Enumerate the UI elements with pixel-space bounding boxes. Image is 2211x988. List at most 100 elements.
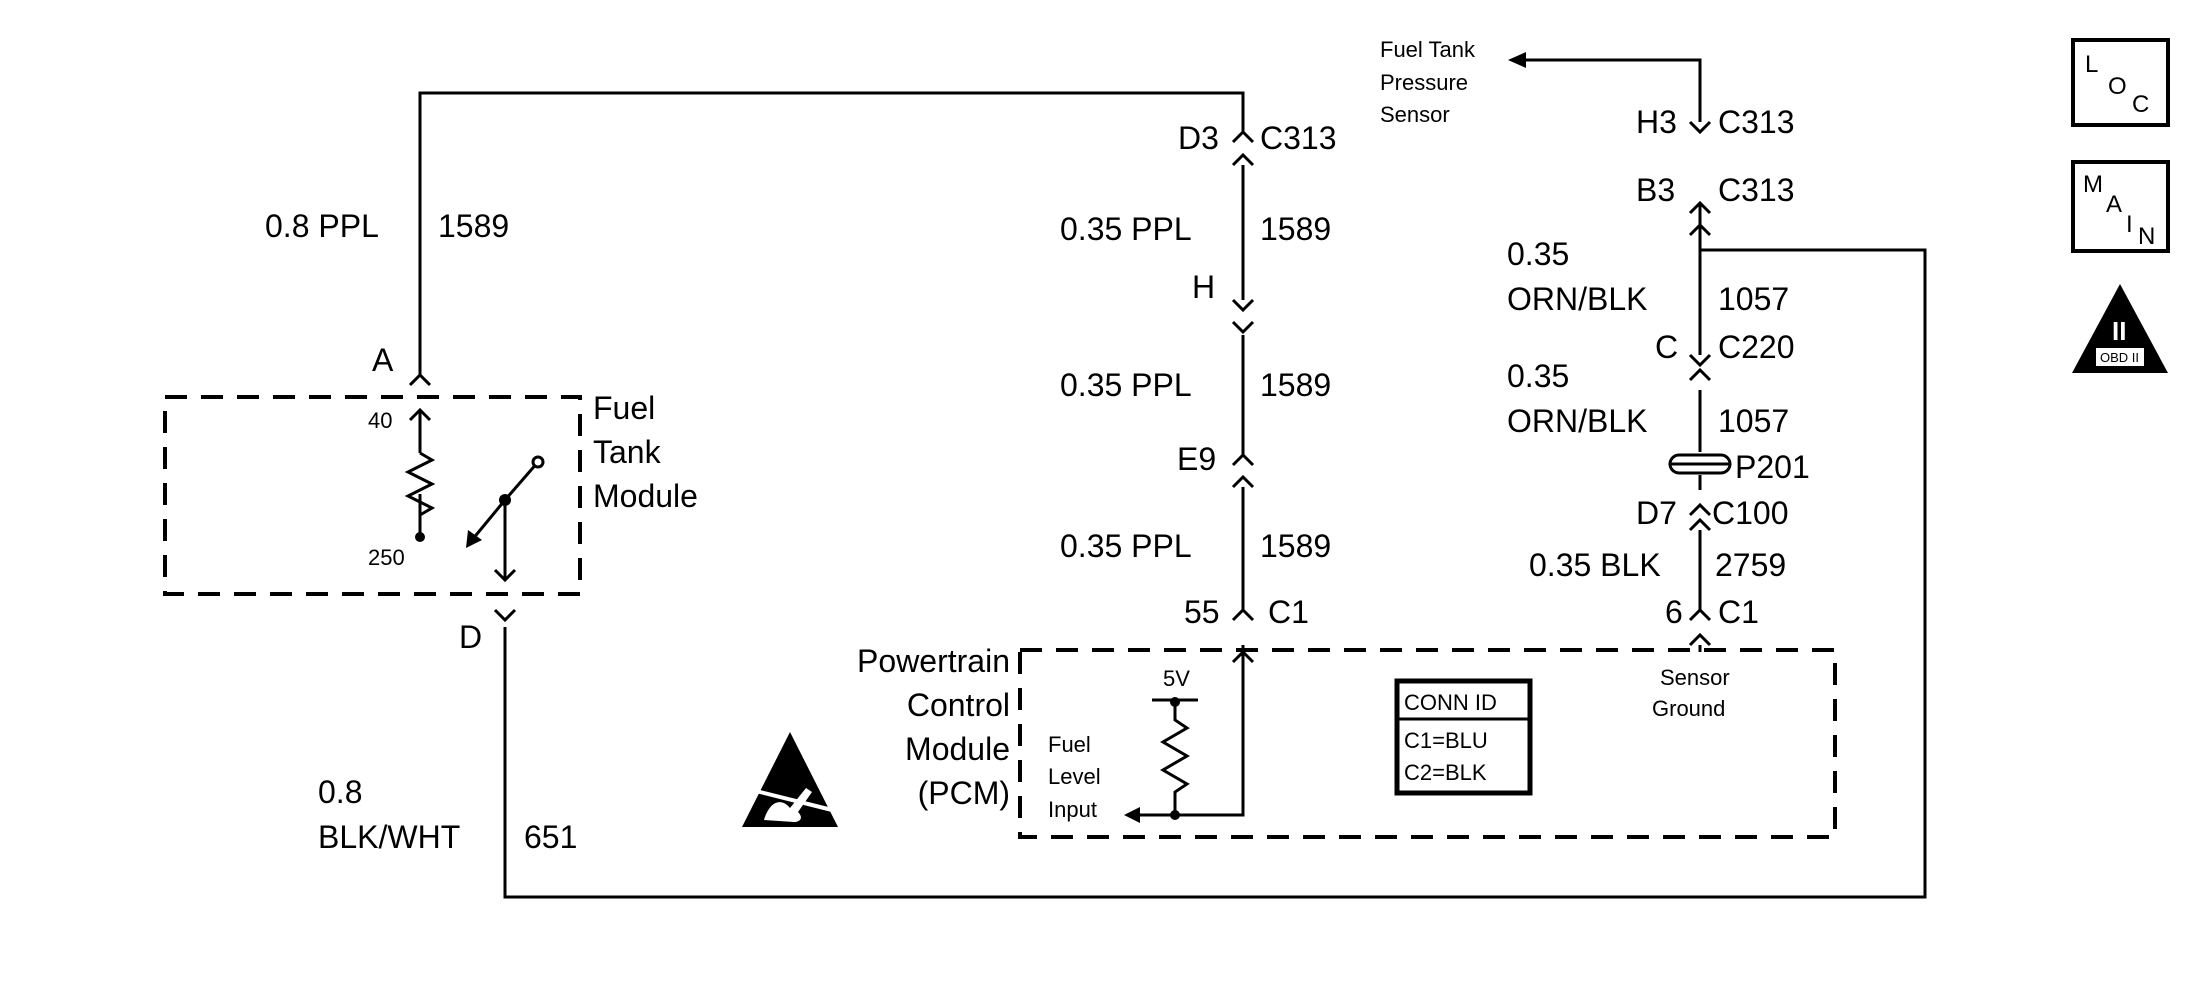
connector-55-label: 55 — [1184, 594, 1220, 630]
fuel-level-node — [1170, 810, 1180, 820]
pcm-label-2: Control — [907, 687, 1010, 723]
sender-bottom-value: 250 — [368, 545, 405, 570]
fuel-level-arrow — [1124, 807, 1140, 823]
wire-label-center-2-gauge: 0.35 PPL — [1060, 367, 1192, 403]
wire-label-right-3-circuit: 2759 — [1715, 547, 1786, 583]
pcm — [742, 648, 1837, 839]
main-letter-m: M — [2083, 171, 2103, 198]
connector-d3-symbol — [1231, 129, 1255, 144]
wire-label-left-top-circuit: 1589 — [438, 208, 509, 244]
fuel-level-input-label-1: Fuel — [1048, 732, 1091, 757]
arrow-pressure-sensor — [1508, 52, 1526, 68]
connector-c313-b-label: C313 — [1718, 104, 1795, 140]
switch-down-arrow — [493, 568, 517, 583]
connector-h-label: H — [1192, 269, 1215, 305]
wiper-arrow-head — [466, 530, 482, 548]
connector-h-symbol — [1231, 298, 1255, 313]
connector-b3-symbol — [1688, 200, 1712, 215]
conn-id-row-c2: C2=BLK — [1404, 760, 1487, 785]
wire-label-center-1-circuit: 1589 — [1260, 211, 1331, 247]
pcm-box — [1018, 648, 1837, 839]
connector-6-symbol — [1688, 607, 1712, 622]
wire-1589-left — [418, 91, 1245, 375]
sensor-ground-label-1: Sensor — [1660, 665, 1730, 690]
connector-6-symbol-2 — [1688, 632, 1712, 647]
connector-c100-symbol — [1688, 502, 1712, 517]
connector-d3-symbol-2 — [1231, 152, 1255, 167]
connector-e9-label: E9 — [1177, 441, 1216, 477]
loc-icon[interactable]: L O C — [2071, 38, 2170, 127]
pressure-sensor-label-1: Fuel Tank — [1380, 37, 1476, 62]
obd-ii-icon[interactable]: II OBD II — [2072, 284, 2168, 373]
pressure-sensor-label-3: Sensor — [1380, 102, 1450, 127]
wire-pressure-sensor — [1520, 58, 1702, 122]
fuel-level-input-label-3: Input — [1048, 797, 1097, 822]
wiper-arrow-line — [470, 499, 507, 541]
labels: 0.8 PPL 1589 A 40 250 Fuel Tank Module D… — [265, 37, 1810, 855]
wire-label-right-1-gauge-2: ORN/BLK — [1507, 281, 1647, 317]
main-icon[interactable]: M A I N — [2071, 160, 2170, 253]
connector-h3-label: H3 — [1636, 104, 1677, 140]
connector-e9-symbol-2 — [1231, 474, 1255, 489]
wires — [418, 52, 1927, 899]
connector-h-symbol-2 — [1231, 320, 1255, 335]
fuel-tank-module-label-2: Tank — [593, 434, 662, 470]
five-volt-label: 5V — [1163, 666, 1190, 691]
connector-c313-a-label: C313 — [1260, 120, 1337, 156]
wire-label-center-1-gauge: 0.35 PPL — [1060, 211, 1192, 247]
connector-c313-c-label: C313 — [1718, 172, 1795, 208]
wire-label-left-bottom-gauge-2: BLK/WHT — [318, 819, 460, 855]
wire-label-left-bottom-circuit: 651 — [524, 819, 577, 855]
connector-a-symbol — [408, 372, 432, 387]
wiper-pivot-top — [531, 455, 545, 469]
sensor-ground-label-2: Ground — [1652, 696, 1725, 721]
loc-letter-o: O — [2108, 73, 2127, 100]
wire-label-left-bottom-gauge-1: 0.8 — [318, 774, 362, 810]
sender-dot — [415, 532, 425, 542]
connector-c220-symbol — [1688, 353, 1712, 368]
pressure-sensor-label-2: Pressure — [1380, 70, 1468, 95]
fuel-tank-module-box — [163, 395, 582, 596]
connector-d-symbol — [493, 608, 517, 623]
wire-label-right-2-circuit: 1057 — [1718, 403, 1789, 439]
connector-c1-a-label: C1 — [1268, 594, 1309, 630]
pcm-label-1: Powertrain — [857, 643, 1010, 679]
wire-label-left-top-gauge: 0.8 PPL — [265, 208, 379, 244]
connector-c100-label: C100 — [1712, 495, 1789, 531]
sender-top-value: 40 — [368, 408, 392, 433]
connector-c220-label: C220 — [1718, 329, 1795, 365]
wire-label-right-2-gauge-2: ORN/BLK — [1507, 403, 1647, 439]
obd-roman-numeral: II — [2112, 316, 2126, 346]
conn-id-row-c1: C1=BLU — [1404, 728, 1488, 753]
connector-h3-symbol — [1688, 120, 1712, 135]
sender-top-arrow — [408, 407, 432, 422]
wire-label-right-1-gauge-1: 0.35 — [1507, 236, 1569, 272]
connector-c1-b-label: C1 — [1718, 594, 1759, 630]
conn-id-box — [1394, 678, 1533, 796]
main-letter-n: N — [2138, 223, 2155, 250]
wire-651 — [503, 235, 1927, 899]
connector-d-label: D — [459, 619, 482, 655]
connector-c220-symbol-2 — [1688, 367, 1712, 382]
main-letter-i: I — [2126, 211, 2133, 238]
loc-letter-c: C — [2132, 91, 2149, 118]
splice-p201-label: P201 — [1735, 449, 1810, 485]
connector-55-symbol — [1231, 607, 1255, 622]
wire-1589-pcm — [1170, 645, 1245, 817]
sender-resistor — [404, 451, 436, 517]
connector-c-label: C — [1655, 329, 1678, 365]
fuel-tank-module-label-3: Module — [593, 478, 698, 514]
nav-icons: L O C M A I N II OBD II — [2071, 38, 2170, 373]
fuel-tank-module-label-1: Fuel — [593, 390, 655, 426]
wire-label-right-2-gauge-1: 0.35 — [1507, 358, 1569, 394]
connector-c100-symbol-2 — [1688, 517, 1712, 532]
connector-d3-label: D3 — [1178, 120, 1219, 156]
pull-up-resistor — [1160, 702, 1190, 815]
sender-wiper — [503, 461, 540, 501]
pcm-label-4: (PCM) — [918, 775, 1010, 811]
connector-b3-symbol-2 — [1688, 222, 1712, 237]
wire-label-center-2-circuit: 1589 — [1260, 367, 1331, 403]
wire-label-center-3-circuit: 1589 — [1260, 528, 1331, 564]
connector-b3-label: B3 — [1636, 172, 1675, 208]
